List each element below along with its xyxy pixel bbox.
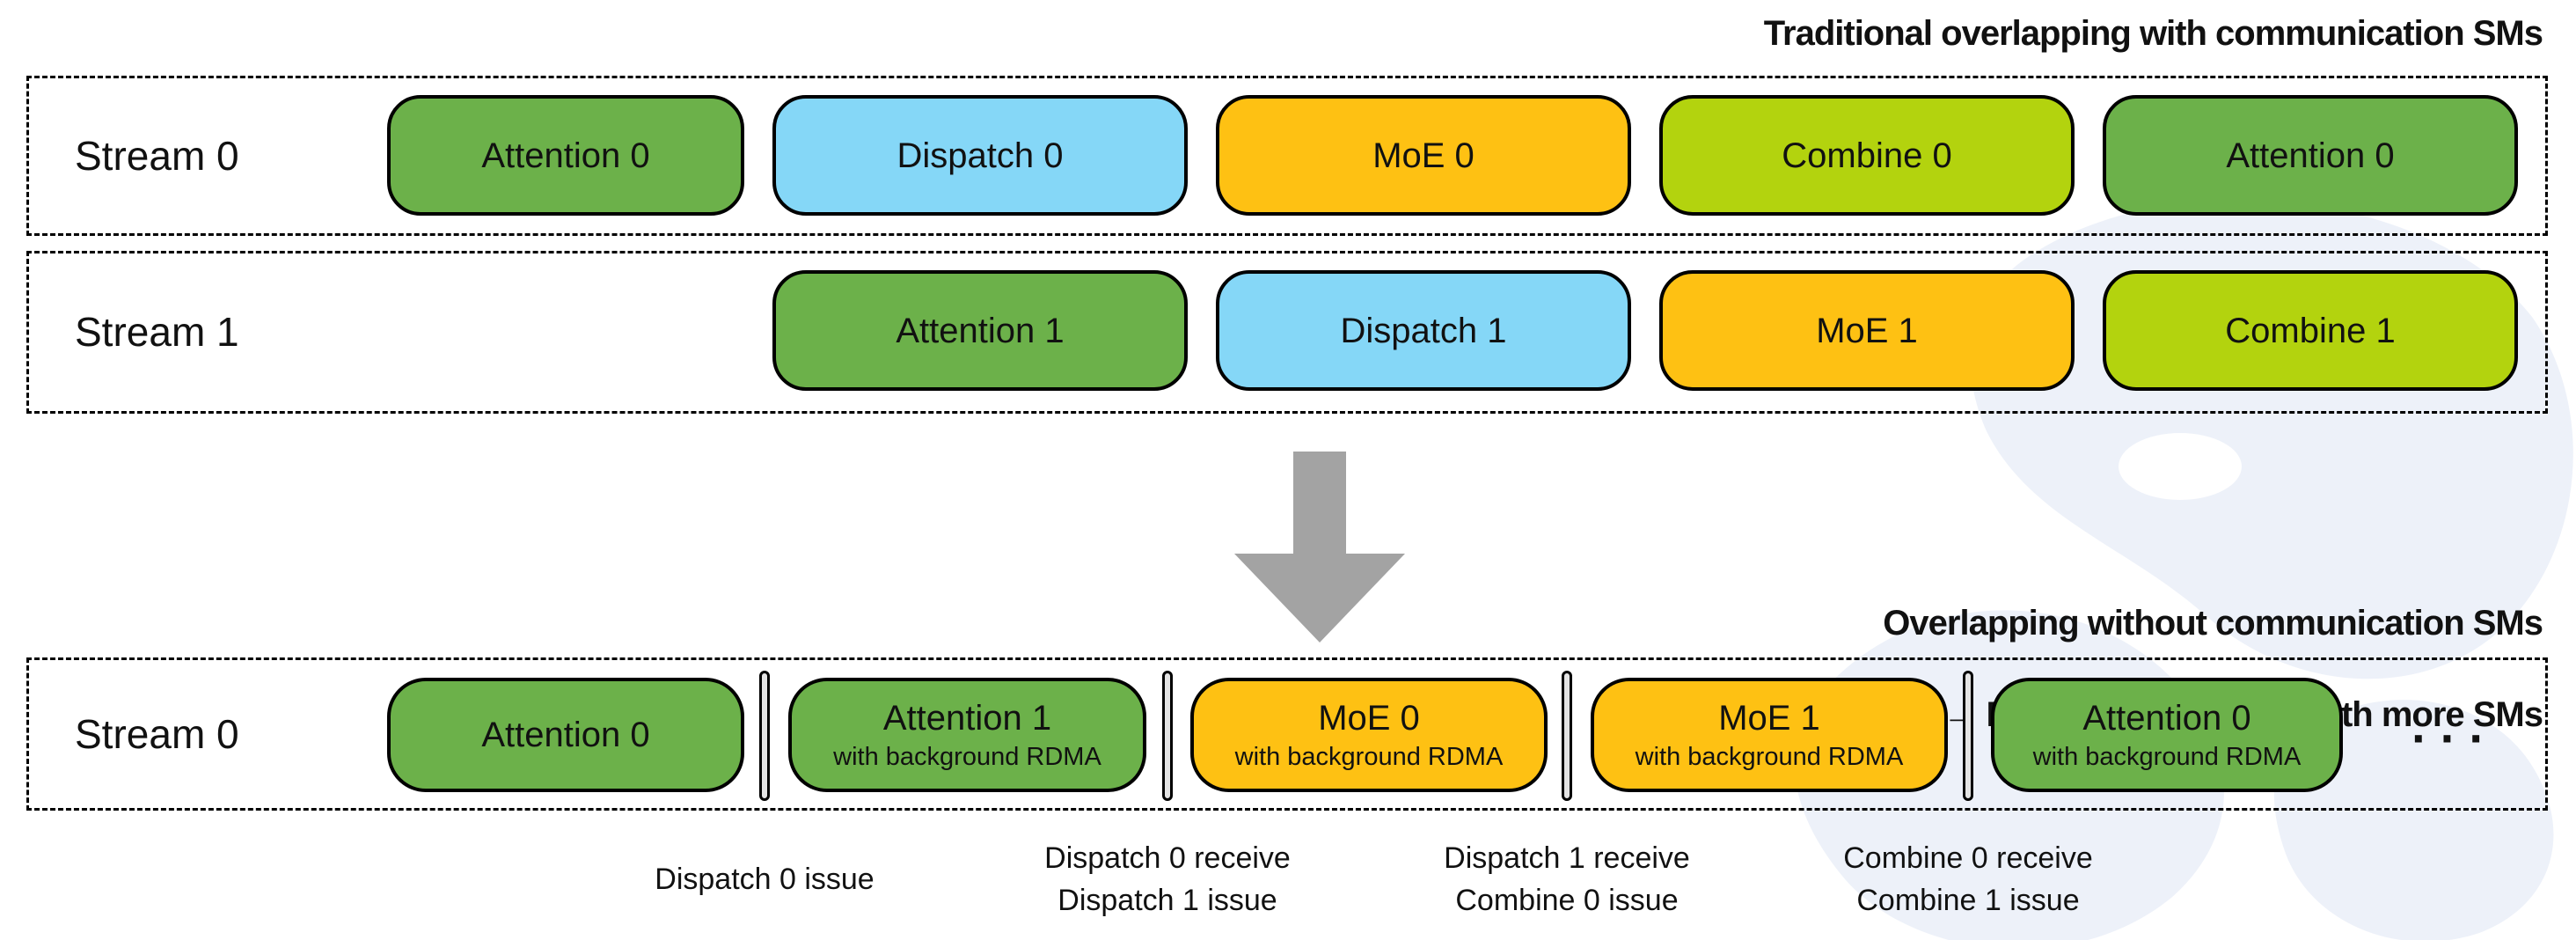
stream-0-label-bottom: Stream 0 bbox=[75, 711, 239, 757]
annotation-line: Dispatch 0 issue bbox=[655, 863, 875, 896]
block-s1-moe-1: MoE 1 bbox=[1659, 270, 2075, 391]
block-label: Attention 0 bbox=[481, 136, 650, 175]
block-sublabel: with background RDMA bbox=[2032, 743, 2302, 771]
block-sublabel: with background RDMA bbox=[1635, 743, 1904, 771]
block-s0-attention-0-next: Attention 0 bbox=[2103, 95, 2518, 216]
stream-0-label-top: Stream 0 bbox=[75, 133, 239, 179]
block-sublabel: with background RDMA bbox=[1234, 743, 1504, 771]
stream-1-label: Stream 1 bbox=[75, 309, 239, 355]
block-label: Combine 1 bbox=[2225, 311, 2396, 350]
block-b-attention-1-rdma: Attention 1 with background RDMA bbox=[788, 678, 1146, 792]
annotation-dispatch-1-receive: Dispatch 1 receive Combine 0 issue bbox=[1294, 837, 1840, 922]
block-label: Dispatch 0 bbox=[896, 136, 1064, 175]
down-arrow-icon bbox=[1234, 452, 1405, 643]
separator-bar-3 bbox=[1562, 671, 1572, 801]
annotation-dispatch-0-issue: Dispatch 0 issue bbox=[492, 858, 1037, 900]
block-b-moe-0-rdma: MoE 0 with background RDMA bbox=[1190, 678, 1548, 792]
annotation-line: Dispatch 1 issue bbox=[1057, 884, 1277, 917]
block-s1-dispatch-1: Dispatch 1 bbox=[1216, 270, 1631, 391]
block-b-attention-0: Attention 0 bbox=[387, 678, 744, 792]
block-s1-combine-1: Combine 1 bbox=[2103, 270, 2518, 391]
block-label: Attention 0 bbox=[2082, 699, 2251, 738]
block-s0-attention-0: Attention 0 bbox=[387, 95, 744, 216]
annotation-line: Dispatch 0 receive bbox=[1044, 841, 1291, 875]
stream-1-panel bbox=[26, 251, 2548, 414]
block-label: Attention 0 bbox=[2226, 136, 2395, 175]
top-caption: Traditional overlapping with communicati… bbox=[1763, 14, 2543, 53]
down-arrow-shaft bbox=[1293, 452, 1346, 554]
stream-0-panel-top bbox=[26, 76, 2548, 236]
block-label: Attention 1 bbox=[882, 699, 1052, 738]
block-s0-combine-0: Combine 0 bbox=[1659, 95, 2075, 216]
block-s0-moe-0: MoE 0 bbox=[1216, 95, 1631, 216]
separator-bar-1 bbox=[759, 671, 770, 801]
annotation-dispatch-0-receive: Dispatch 0 receive Dispatch 1 issue bbox=[895, 837, 1440, 922]
block-label: Combine 0 bbox=[1782, 136, 1952, 175]
separator-bar-4 bbox=[1963, 671, 1973, 801]
block-sublabel: with background RDMA bbox=[833, 743, 1101, 771]
block-label: MoE 0 bbox=[1372, 136, 1475, 175]
block-b-moe-1-rdma: MoE 1 with background RDMA bbox=[1591, 678, 1948, 792]
separator-bar-2 bbox=[1162, 671, 1173, 801]
down-arrow-head bbox=[1234, 554, 1405, 643]
block-label: Attention 1 bbox=[896, 311, 1065, 350]
block-s0-dispatch-0: Dispatch 0 bbox=[772, 95, 1188, 216]
annotation-combine-0-receive: Combine 0 receive Combine 1 issue bbox=[1695, 837, 2241, 922]
block-b-attention-0-rdma: Attention 0 with background RDMA bbox=[1991, 678, 2343, 792]
continuation-ellipsis: ··· bbox=[2411, 710, 2498, 766]
stream-0-panel-bottom bbox=[26, 657, 2548, 811]
bottom-caption-line1: Overlapping without communication SMs bbox=[1883, 604, 2543, 643]
block-label: Attention 0 bbox=[481, 716, 650, 754]
annotation-line: Combine 1 issue bbox=[1856, 884, 2080, 917]
block-label: MoE 1 bbox=[1816, 311, 1918, 350]
block-label: Dispatch 1 bbox=[1340, 311, 1507, 350]
annotation-line: Combine 0 issue bbox=[1455, 884, 1679, 917]
block-s1-attention-1: Attention 1 bbox=[772, 270, 1188, 391]
annotation-line: Dispatch 1 receive bbox=[1444, 841, 1690, 875]
block-label: MoE 1 bbox=[1718, 699, 1820, 738]
annotation-line: Combine 0 receive bbox=[1843, 841, 2093, 875]
block-label: MoE 0 bbox=[1318, 699, 1420, 738]
